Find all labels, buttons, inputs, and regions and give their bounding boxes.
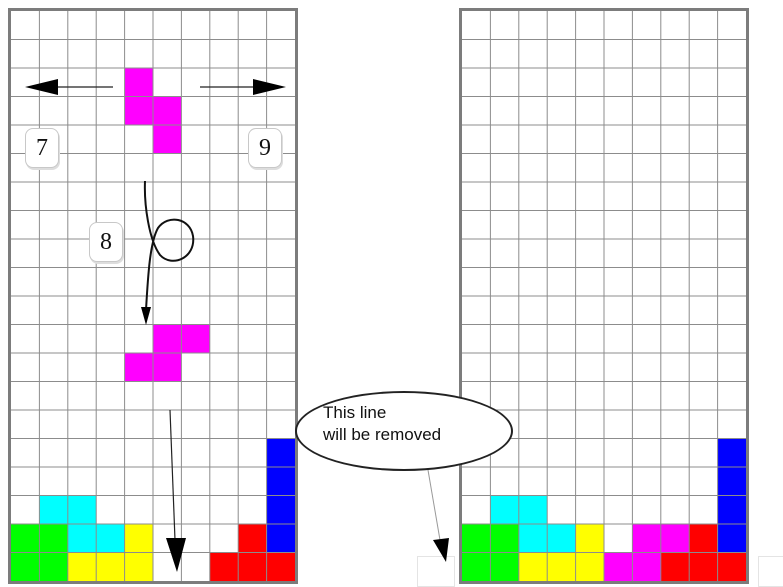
board-before-grid [11,11,295,581]
grid-lines [11,11,295,581]
cell-green [11,553,39,582]
partial-box-left [417,556,455,587]
key-9-move-right: 9 [248,128,282,168]
cell-blue [718,524,746,553]
cell-blue [267,467,295,496]
cell-red [238,553,266,582]
cell-blue [718,496,746,525]
cell-magenta [125,68,153,97]
line-removed-callout: This line will be removed [295,391,513,471]
cell-yellow [125,524,153,553]
key-8-rotate: 8 [89,222,123,262]
cell-magenta [181,325,209,354]
cell-cyan [490,496,518,525]
cell-cyan [519,524,547,553]
cell-red [689,553,717,582]
cell-magenta [604,553,632,582]
cell-red [661,553,689,582]
cell-cyan [96,524,124,553]
partial-box-right [758,556,783,587]
cell-green [490,524,518,553]
cell-cyan [68,524,96,553]
cell-yellow [68,553,96,582]
cell-blue [267,439,295,468]
cell-blue [267,496,295,525]
cell-magenta [153,97,181,126]
cell-blue [718,439,746,468]
cell-red [238,524,266,553]
cell-yellow [576,553,604,582]
cell-magenta [125,97,153,126]
cell-red [267,553,295,582]
key-7-move-left: 7 [25,128,59,168]
cell-cyan [519,496,547,525]
cell-yellow [547,553,575,582]
cell-green [462,553,490,582]
cell-magenta [153,325,181,354]
cell-red [689,524,717,553]
cell-green [462,524,490,553]
cell-green [490,553,518,582]
cell-red [210,553,238,582]
cell-magenta [153,125,181,154]
cell-yellow [96,553,124,582]
cell-yellow [125,553,153,582]
cell-blue [267,524,295,553]
cell-yellow [576,524,604,553]
cell-green [39,524,67,553]
cell-magenta [632,553,660,582]
cell-magenta [661,524,689,553]
cell-green [11,524,39,553]
cell-red [718,553,746,582]
board-after [459,8,749,584]
cell-cyan [547,524,575,553]
callout-line-1: This line [323,402,511,424]
cell-green [39,553,67,582]
cell-yellow [519,553,547,582]
callout-pointer-arrow [428,470,449,562]
cell-cyan [39,496,67,525]
callout-line-2: will be removed [323,424,511,446]
cell-blue [718,467,746,496]
cell-magenta [632,524,660,553]
cell-magenta [125,353,153,382]
cell-magenta [153,353,181,382]
cell-cyan [68,496,96,525]
grid-lines [462,11,746,581]
board-after-grid [462,11,746,581]
board-before [8,8,298,584]
